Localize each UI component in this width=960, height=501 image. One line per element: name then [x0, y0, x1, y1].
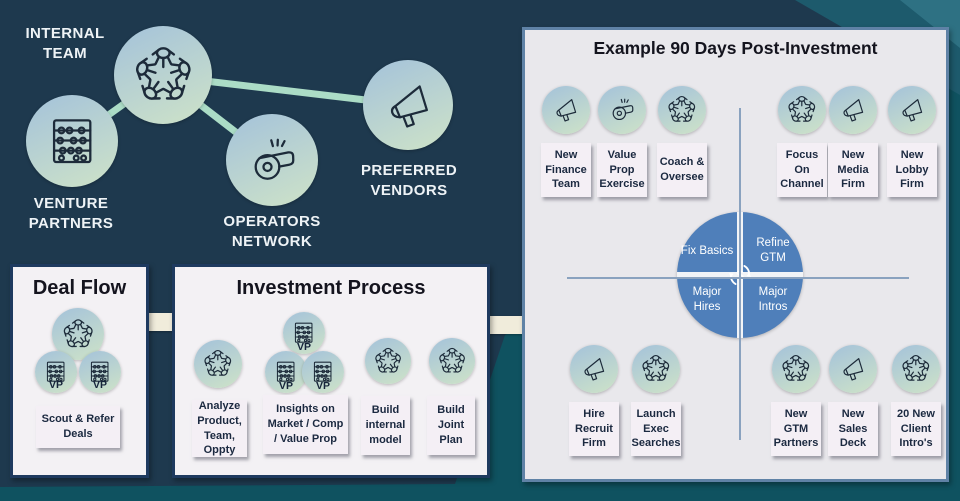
vertical-axis-line: [739, 108, 741, 440]
investment-process-title: Investment Process: [236, 277, 426, 299]
post-item-card: Value Prop Exercise: [597, 143, 647, 197]
hands-circle-icon: [436, 345, 468, 377]
internal-team-node: [114, 26, 212, 124]
megaphone-icon: [829, 86, 877, 134]
whistle-icon: [598, 86, 646, 134]
deal-flow-box: Deal Flow VP VP Scout & Refer Deals: [10, 264, 149, 478]
build-plan-circle: [429, 338, 475, 384]
hands-circle-icon: [772, 345, 820, 393]
post-item-card: New Sales Deck: [828, 402, 878, 456]
operators-network-node: [226, 114, 318, 206]
post-item-new-sales-deck: New Sales Deck: [825, 345, 881, 456]
post-item-coach-oversee: Coach & Oversee: [654, 86, 710, 197]
deal-flow-card: Scout & Refer Deals: [36, 406, 120, 448]
post-item-card: Focus On Channel: [777, 143, 827, 197]
megaphone-icon: [829, 345, 877, 393]
venture-partners-label: VENTURE PARTNERS: [28, 195, 114, 233]
build-model-circle: [365, 338, 411, 384]
post-item-card: New Lobby Firm: [887, 143, 937, 197]
deal-flow-vp-circle-2: [79, 351, 121, 393]
insights-card: Insights on Market / Comp / Value Prop: [263, 395, 348, 454]
megaphone-icon: [888, 86, 936, 134]
post-item-card: 20 New Client Intro's: [891, 402, 941, 456]
analyze-card: Analyze Product, Team, Oppty: [192, 400, 247, 457]
megaphone-icon: [570, 345, 618, 393]
hands-circle-icon: [372, 345, 404, 377]
deal-flow-to-process-connector: [148, 313, 172, 331]
megaphone-icon: [377, 74, 440, 137]
vp-label: VP: [296, 341, 311, 353]
vp-label: VP: [315, 380, 330, 392]
deal-flow-title: Deal Flow: [32, 277, 127, 299]
hands-circle-icon: [778, 86, 826, 134]
venture-partners-node: [26, 95, 118, 187]
insights-vp-circle-right: [302, 351, 344, 393]
hands-circle-icon: [632, 345, 680, 393]
quad-label-major-intros: Major Intros: [758, 286, 788, 313]
hands-circle-icon: [60, 316, 96, 352]
megaphone-icon: [542, 86, 590, 134]
post-item-card: Coach & Oversee: [657, 143, 707, 197]
post-item-card: New GTM Partners: [771, 402, 821, 456]
hands-circle-icon: [892, 345, 940, 393]
post-item-card: Hire Recruit Firm: [569, 402, 619, 456]
horizontal-axis-line: [567, 277, 909, 279]
insights-vp-circle-top: [283, 312, 325, 354]
preferred-vendors-label: PREFERRED VENDORS: [360, 162, 458, 200]
post-item-new-lobby-firm: New Lobby Firm: [884, 86, 940, 197]
post-item-20-new-client-intros: 20 New Client Intro's: [888, 345, 944, 456]
vp-label: VP: [278, 380, 293, 392]
post-item-new-finance-team: New Finance Team: [538, 86, 594, 197]
hands-circle-icon: [129, 41, 198, 110]
post-item-value-prop-exercise: Value Prop Exercise: [594, 86, 650, 197]
vp-label: VP: [48, 379, 63, 391]
vp-label: VP: [92, 379, 107, 391]
post-item-card: New Media Firm: [828, 143, 878, 197]
operators-network-label: OPERATORS NETWORK: [223, 213, 321, 251]
quad-label-major-hires: Major Hires: [692, 286, 722, 313]
build-plan-card: Build Joint Plan: [427, 396, 475, 455]
quad-label-fix-basics: Fix Basics: [680, 244, 734, 257]
process-to-postinvestment-connector: [490, 316, 522, 334]
post-item-focus-on-channel: Focus On Channel: [774, 86, 830, 197]
post-item-new-gtm-partners: New GTM Partners: [768, 345, 824, 456]
analyze-circle: [194, 340, 242, 388]
quad-label-refine-gtm: Refine GTM: [756, 237, 790, 264]
whistle-icon: [240, 128, 304, 192]
hands-circle-icon: [658, 86, 706, 134]
preferred-vendors-node: [363, 60, 453, 150]
abacus-icon: [40, 109, 104, 173]
build-model-card: Build internal model: [361, 396, 410, 455]
post-investment-title: Example 90 Days Post-Investment: [593, 38, 878, 58]
insights-vp-circle-left: [265, 351, 307, 393]
internal-team-label: INTERNAL TEAM: [25, 25, 105, 63]
post-item-card: New Finance Team: [541, 143, 591, 197]
deal-flow-vp-circle-1: [35, 351, 77, 393]
hands-circle-icon: [201, 347, 235, 381]
post-item-card: Launch Exec Searches: [631, 402, 681, 456]
post-item-launch-exec-searches: Launch Exec Searches: [628, 345, 684, 456]
post-item-new-media-firm: New Media Firm: [825, 86, 881, 197]
post-item-hire-recruit-firm: Hire Recruit Firm: [566, 345, 622, 456]
post-investment-panel: Example 90 Days Post-Investment Fix Basi…: [522, 27, 949, 482]
investment-process-box: Investment Process Analyze Product, Team…: [172, 264, 490, 478]
